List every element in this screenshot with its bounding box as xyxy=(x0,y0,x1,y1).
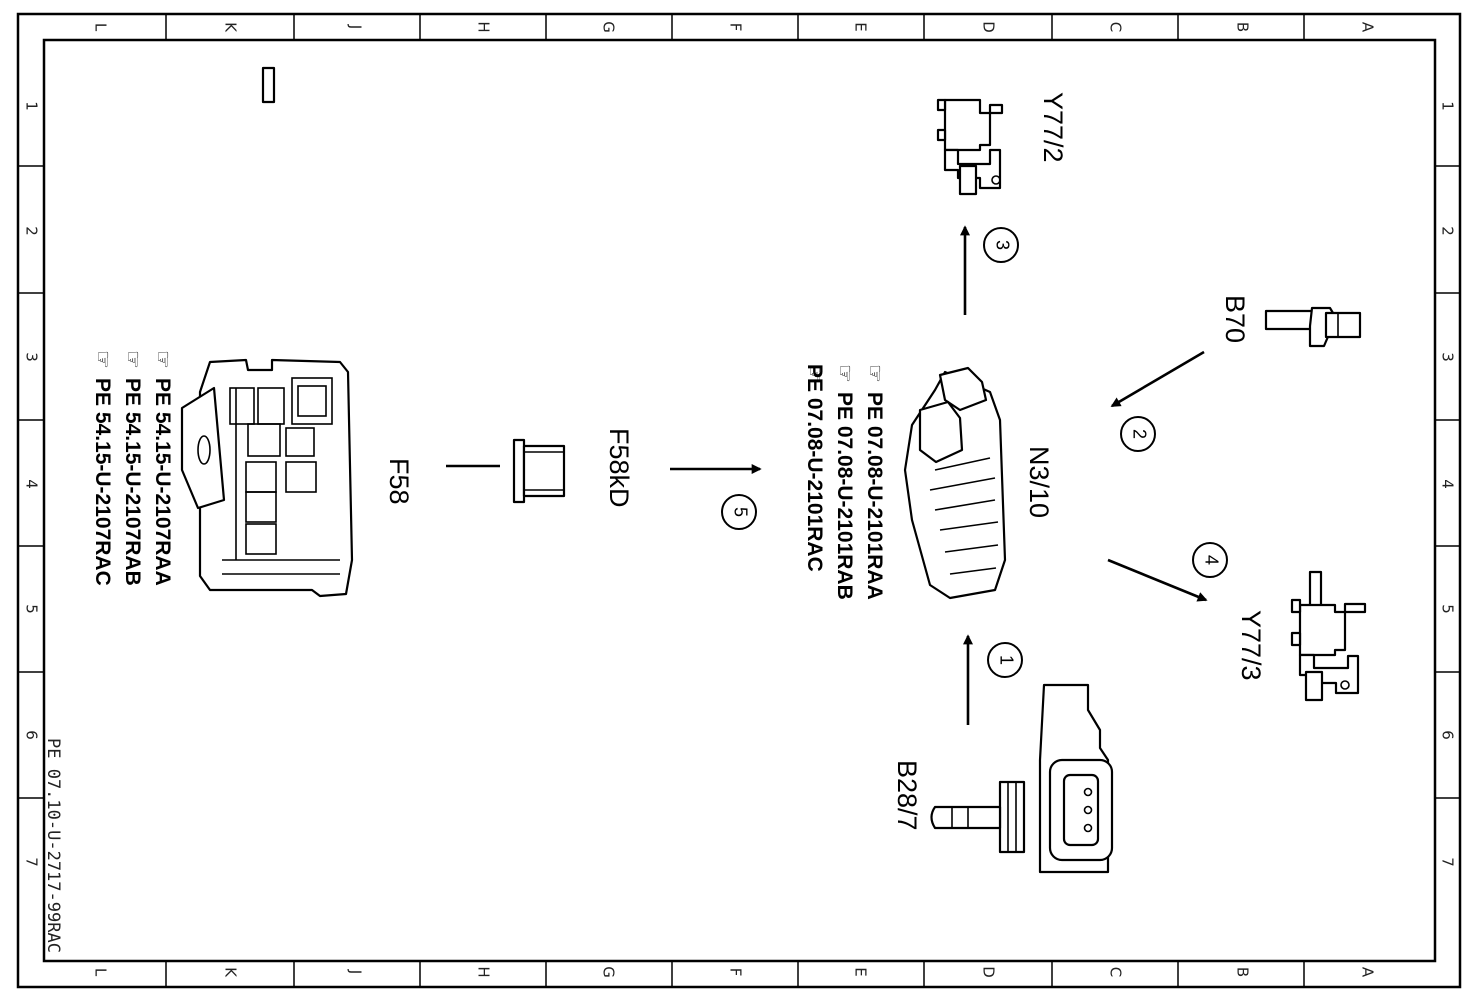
grid-col-H-bottom: H xyxy=(475,966,493,977)
valve-y77-3-part xyxy=(1290,570,1367,702)
f58-ref-3: PE 54.15-U-2107RAC xyxy=(91,378,114,586)
n3-10-ref-2: PE 07.08-U-2101RAB xyxy=(833,392,856,600)
relay-f58kd-part xyxy=(512,438,566,504)
grid-col-E-top: E xyxy=(852,22,870,31)
grid-col-D-top: D xyxy=(980,21,998,33)
grid-col-F-bottom: F xyxy=(727,968,745,977)
grid-row-3-left: 3 xyxy=(23,352,41,362)
arrow-signal-2 xyxy=(1110,350,1205,408)
sensor-b28-7-part xyxy=(930,683,1114,874)
signal-marker-3: 3 xyxy=(983,227,1019,263)
label-b28-7: B28/7 xyxy=(892,760,922,831)
signal-number-5: 5 xyxy=(730,507,750,517)
label-f58kd: F58kD xyxy=(604,428,634,508)
grid-row-5-right: 5 xyxy=(1439,604,1457,614)
label-n3-10: N3/10 xyxy=(1024,446,1054,518)
n3-10-ref-3: PE 07.08-U-2101RAC xyxy=(803,364,826,572)
column-tick-marks xyxy=(165,14,1305,987)
f58-ref-2: PE 54.15-U-2107RAB xyxy=(121,378,144,586)
n3-10-ref-1: PE 07.08-U-2101RAA xyxy=(863,392,886,600)
grid-row-6-left: 6 xyxy=(23,730,41,740)
grid-col-G-bottom: G xyxy=(600,966,618,978)
row-tick-marks xyxy=(18,165,1460,799)
grid-row-1-right: 1 xyxy=(1439,101,1457,111)
grid-col-J-bottom: J xyxy=(347,969,365,974)
grid-col-G-top: G xyxy=(600,21,618,33)
signal-number-2: 2 xyxy=(1129,429,1149,439)
f58-ref-icon-3: ☞ xyxy=(91,350,114,369)
grid-col-B-top: B xyxy=(1234,22,1252,32)
grid-col-A-top: A xyxy=(1359,22,1377,33)
grid-col-D-bottom: D xyxy=(980,966,998,978)
signal-number-4: 4 xyxy=(1201,555,1221,565)
grid-column-labels-bottom: L K J H G F E D C B A xyxy=(92,966,1377,978)
grid-col-A-bottom: A xyxy=(1359,967,1377,978)
n3-10-references: ☞ ☞ ☞ PE 07.08-U-2101RAA PE 07.08-U-2101… xyxy=(803,364,886,600)
ecu-n3-10-part xyxy=(903,366,1007,600)
grid-col-B-bottom: B xyxy=(1234,967,1252,977)
grid-col-J-top: J xyxy=(347,24,365,29)
label-y77-2: Y77/2 xyxy=(1038,92,1068,163)
grid-row-labels-right: 1 2 3 4 5 6 7 xyxy=(1439,101,1457,867)
grid-col-C-top: C xyxy=(1107,22,1125,32)
signal-number-3: 3 xyxy=(992,240,1012,250)
grid-row-6-right: 6 xyxy=(1439,730,1457,740)
signal-marker-1: 1 xyxy=(987,642,1023,678)
signal-marker-4: 4 xyxy=(1192,542,1228,578)
grid-row-1-left: 1 xyxy=(23,101,41,111)
f58-ref-1: PE 54.15-U-2107RAA xyxy=(151,378,174,586)
valve-y77-2-part xyxy=(261,66,1004,196)
label-f58: F58 xyxy=(384,458,414,505)
grid-row-7-right: 7 xyxy=(1439,857,1457,867)
fusebox-f58-part xyxy=(180,358,354,598)
grid-col-E-bottom: E xyxy=(852,967,870,976)
grid-col-F-top: F xyxy=(727,23,745,32)
grid-col-H-top: H xyxy=(475,21,493,32)
grid-col-C-bottom: C xyxy=(1107,967,1125,977)
grid-row-4-right: 4 xyxy=(1439,479,1457,489)
grid-row-2-left: 2 xyxy=(23,226,41,236)
f58-ref-icon-1: ☞ xyxy=(151,350,174,369)
label-b70: B70 xyxy=(1220,295,1250,343)
grid-col-L-top: L xyxy=(92,23,110,32)
grid-row-2-right: 2 xyxy=(1439,226,1457,236)
grid-column-labels-top: L K J H G F E D C B A xyxy=(92,21,1377,33)
grid-row-4-left: 4 xyxy=(23,479,41,489)
signal-marker-2: 2 xyxy=(1120,416,1156,452)
grid-row-3-right: 3 xyxy=(1439,352,1457,362)
grid-row-5-left: 5 xyxy=(23,604,41,614)
f58-references: ☞ ☞ ☞ PE 54.15-U-2107RAA PE 54.15-U-2107… xyxy=(91,350,174,586)
drawing-id-stamp: PE 07.10-U-2717-99RAC xyxy=(43,738,63,953)
n3-10-ref-icon-1: ☞ xyxy=(863,364,886,383)
grid-row-labels-left: 1 2 3 4 5 6 7 xyxy=(23,101,41,867)
grid-col-L-bottom: L xyxy=(92,968,110,977)
signal-number-1: 1 xyxy=(996,655,1016,665)
n3-10-ref-icon-2: ☞ xyxy=(833,364,856,383)
drawing-frame xyxy=(16,12,1462,989)
signal-markers: 3 2 4 1 5 xyxy=(721,227,1228,678)
grid-col-K-top: K xyxy=(222,22,240,33)
arrow-signal-4 xyxy=(1107,558,1208,602)
grid-col-K-bottom: K xyxy=(222,967,240,978)
sensor-b70-part xyxy=(1264,306,1362,348)
signal-marker-5: 5 xyxy=(721,494,757,530)
n3-10-ref-icon-3: ☞ xyxy=(803,364,826,383)
f58-ref-icon-2: ☞ xyxy=(121,350,144,369)
grid-row-7-left: 7 xyxy=(23,857,41,867)
label-y77-3: Y77/3 xyxy=(1236,610,1266,681)
